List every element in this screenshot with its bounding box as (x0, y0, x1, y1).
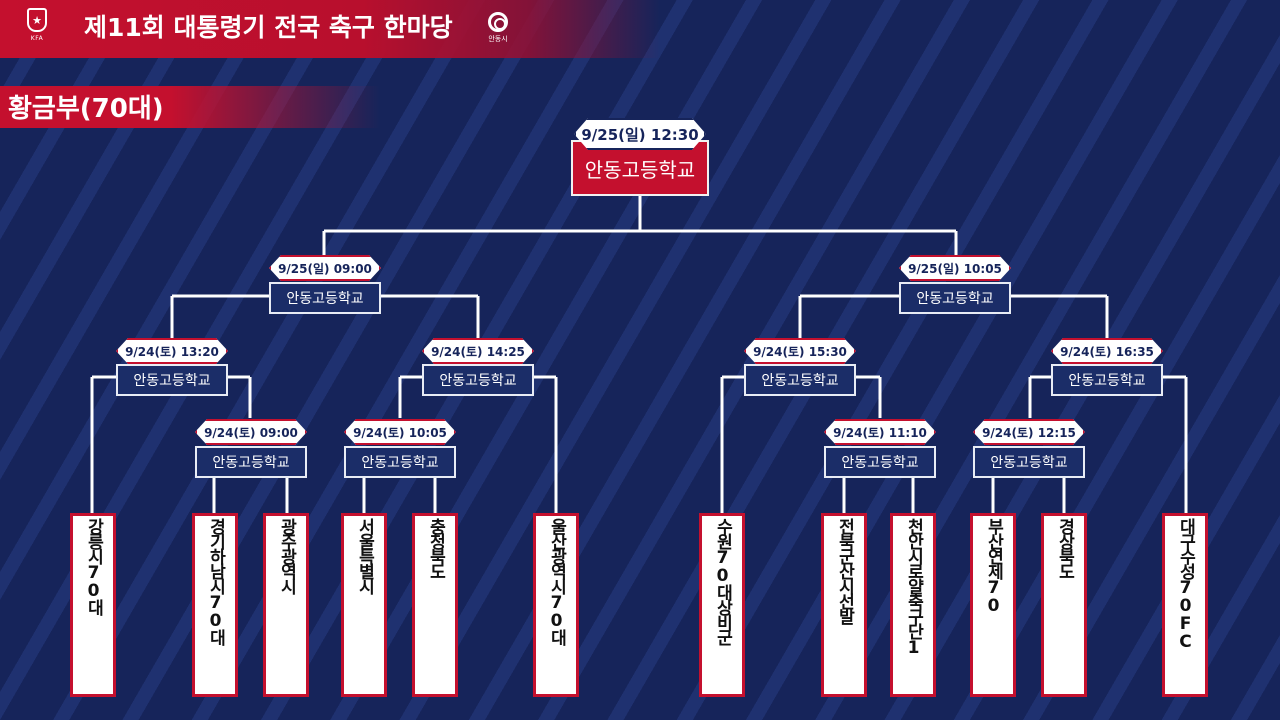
r1-3-date-tag: 9/24(토) 11:10 (824, 419, 936, 445)
kfa-logo-text: KFA (30, 35, 44, 42)
team-name: 수원70대상비군 (712, 518, 733, 644)
semi-1-date-tag: 9/25(일) 09:00 (269, 255, 381, 281)
team-box-11: 경상북도 (1041, 513, 1087, 697)
team-name: 부산연제70 (983, 518, 1004, 614)
team-box-1: 강릉시70대 (70, 513, 116, 697)
team-name: 대구수성70FC (1175, 518, 1196, 650)
connector-final (322, 196, 958, 262)
tiger-emblem-icon: ★ (27, 8, 47, 32)
team-name: 광주광역시 (276, 518, 297, 593)
qf-4-date-tag: 9/24(토) 16:35 (1051, 338, 1163, 364)
city-logo-text: 안동시 (488, 35, 508, 43)
team-name: 경상북도 (1054, 518, 1075, 578)
qf-1-date-tag: 9/24(토) 13:20 (116, 338, 228, 364)
semi-2-date-tag: 9/25(일) 10:05 (899, 255, 1011, 281)
team-box-6: 울산광역시70대 (533, 513, 579, 697)
title-banner (0, 0, 660, 58)
team-name: 천안시로얄축구단1 (903, 518, 924, 656)
team-name: 울산광역시70대 (546, 518, 567, 644)
team-name: 강릉시70대 (83, 518, 104, 614)
team-box-3: 광주광역시 (263, 513, 309, 697)
r1-3-winner-box: 안동고등학교 (824, 446, 936, 478)
andong-city-logo: 안동시 (478, 12, 518, 46)
page-title: 제11회 대통령기 전국 축구 한마당 (84, 13, 453, 42)
team-box-2: 경기하남시70대 (192, 513, 238, 697)
team-box-12: 대구수성70FC (1162, 513, 1208, 697)
qf-3-winner-box: 안동고등학교 (744, 364, 856, 396)
r1-1-winner-box: 안동고등학교 (195, 446, 307, 478)
r1-1-date-tag: 9/24(토) 09:00 (195, 419, 307, 445)
team-box-4: 서울특별시 (341, 513, 387, 697)
semi-2-winner-box: 안동고등학교 (899, 282, 1011, 314)
qf-4-winner-box: 안동고등학교 (1051, 364, 1163, 396)
team-box-10: 부산연제70 (970, 513, 1016, 697)
team-box-5: 충청북도 (412, 513, 458, 697)
team-box-8: 전북군산시선발 (821, 513, 867, 697)
team-name: 경기하남시70대 (205, 518, 226, 644)
team-box-9: 천안시로얄축구단1 (890, 513, 936, 697)
qf-3-date-tag: 9/24(토) 15:30 (744, 338, 856, 364)
team-box-7: 수원70대상비군 (699, 513, 745, 697)
team-name: 전북군산시선발 (834, 518, 855, 623)
r1-4-date-tag: 9/24(토) 12:15 (973, 419, 1085, 445)
qf-2-date-tag: 9/24(토) 14:25 (422, 338, 534, 364)
final-date-tag: 9/25(일) 12:30 (574, 118, 706, 150)
city-emblem-icon (488, 12, 508, 32)
semi-1-winner-box: 안동고등학교 (269, 282, 381, 314)
division-banner (0, 86, 380, 128)
qf-2-winner-box: 안동고등학교 (422, 364, 534, 396)
team-name: 서울특별시 (354, 518, 375, 593)
r1-2-date-tag: 9/24(토) 10:05 (344, 419, 456, 445)
r1-2-winner-box: 안동고등학교 (344, 446, 456, 478)
team-name: 충청북도 (425, 518, 446, 578)
division-title: 황금부(70대) (8, 94, 164, 124)
kfa-logo: ★ KFA (26, 8, 48, 48)
qf-1-winner-box: 안동고등학교 (116, 364, 228, 396)
r1-4-winner-box: 안동고등학교 (973, 446, 1085, 478)
